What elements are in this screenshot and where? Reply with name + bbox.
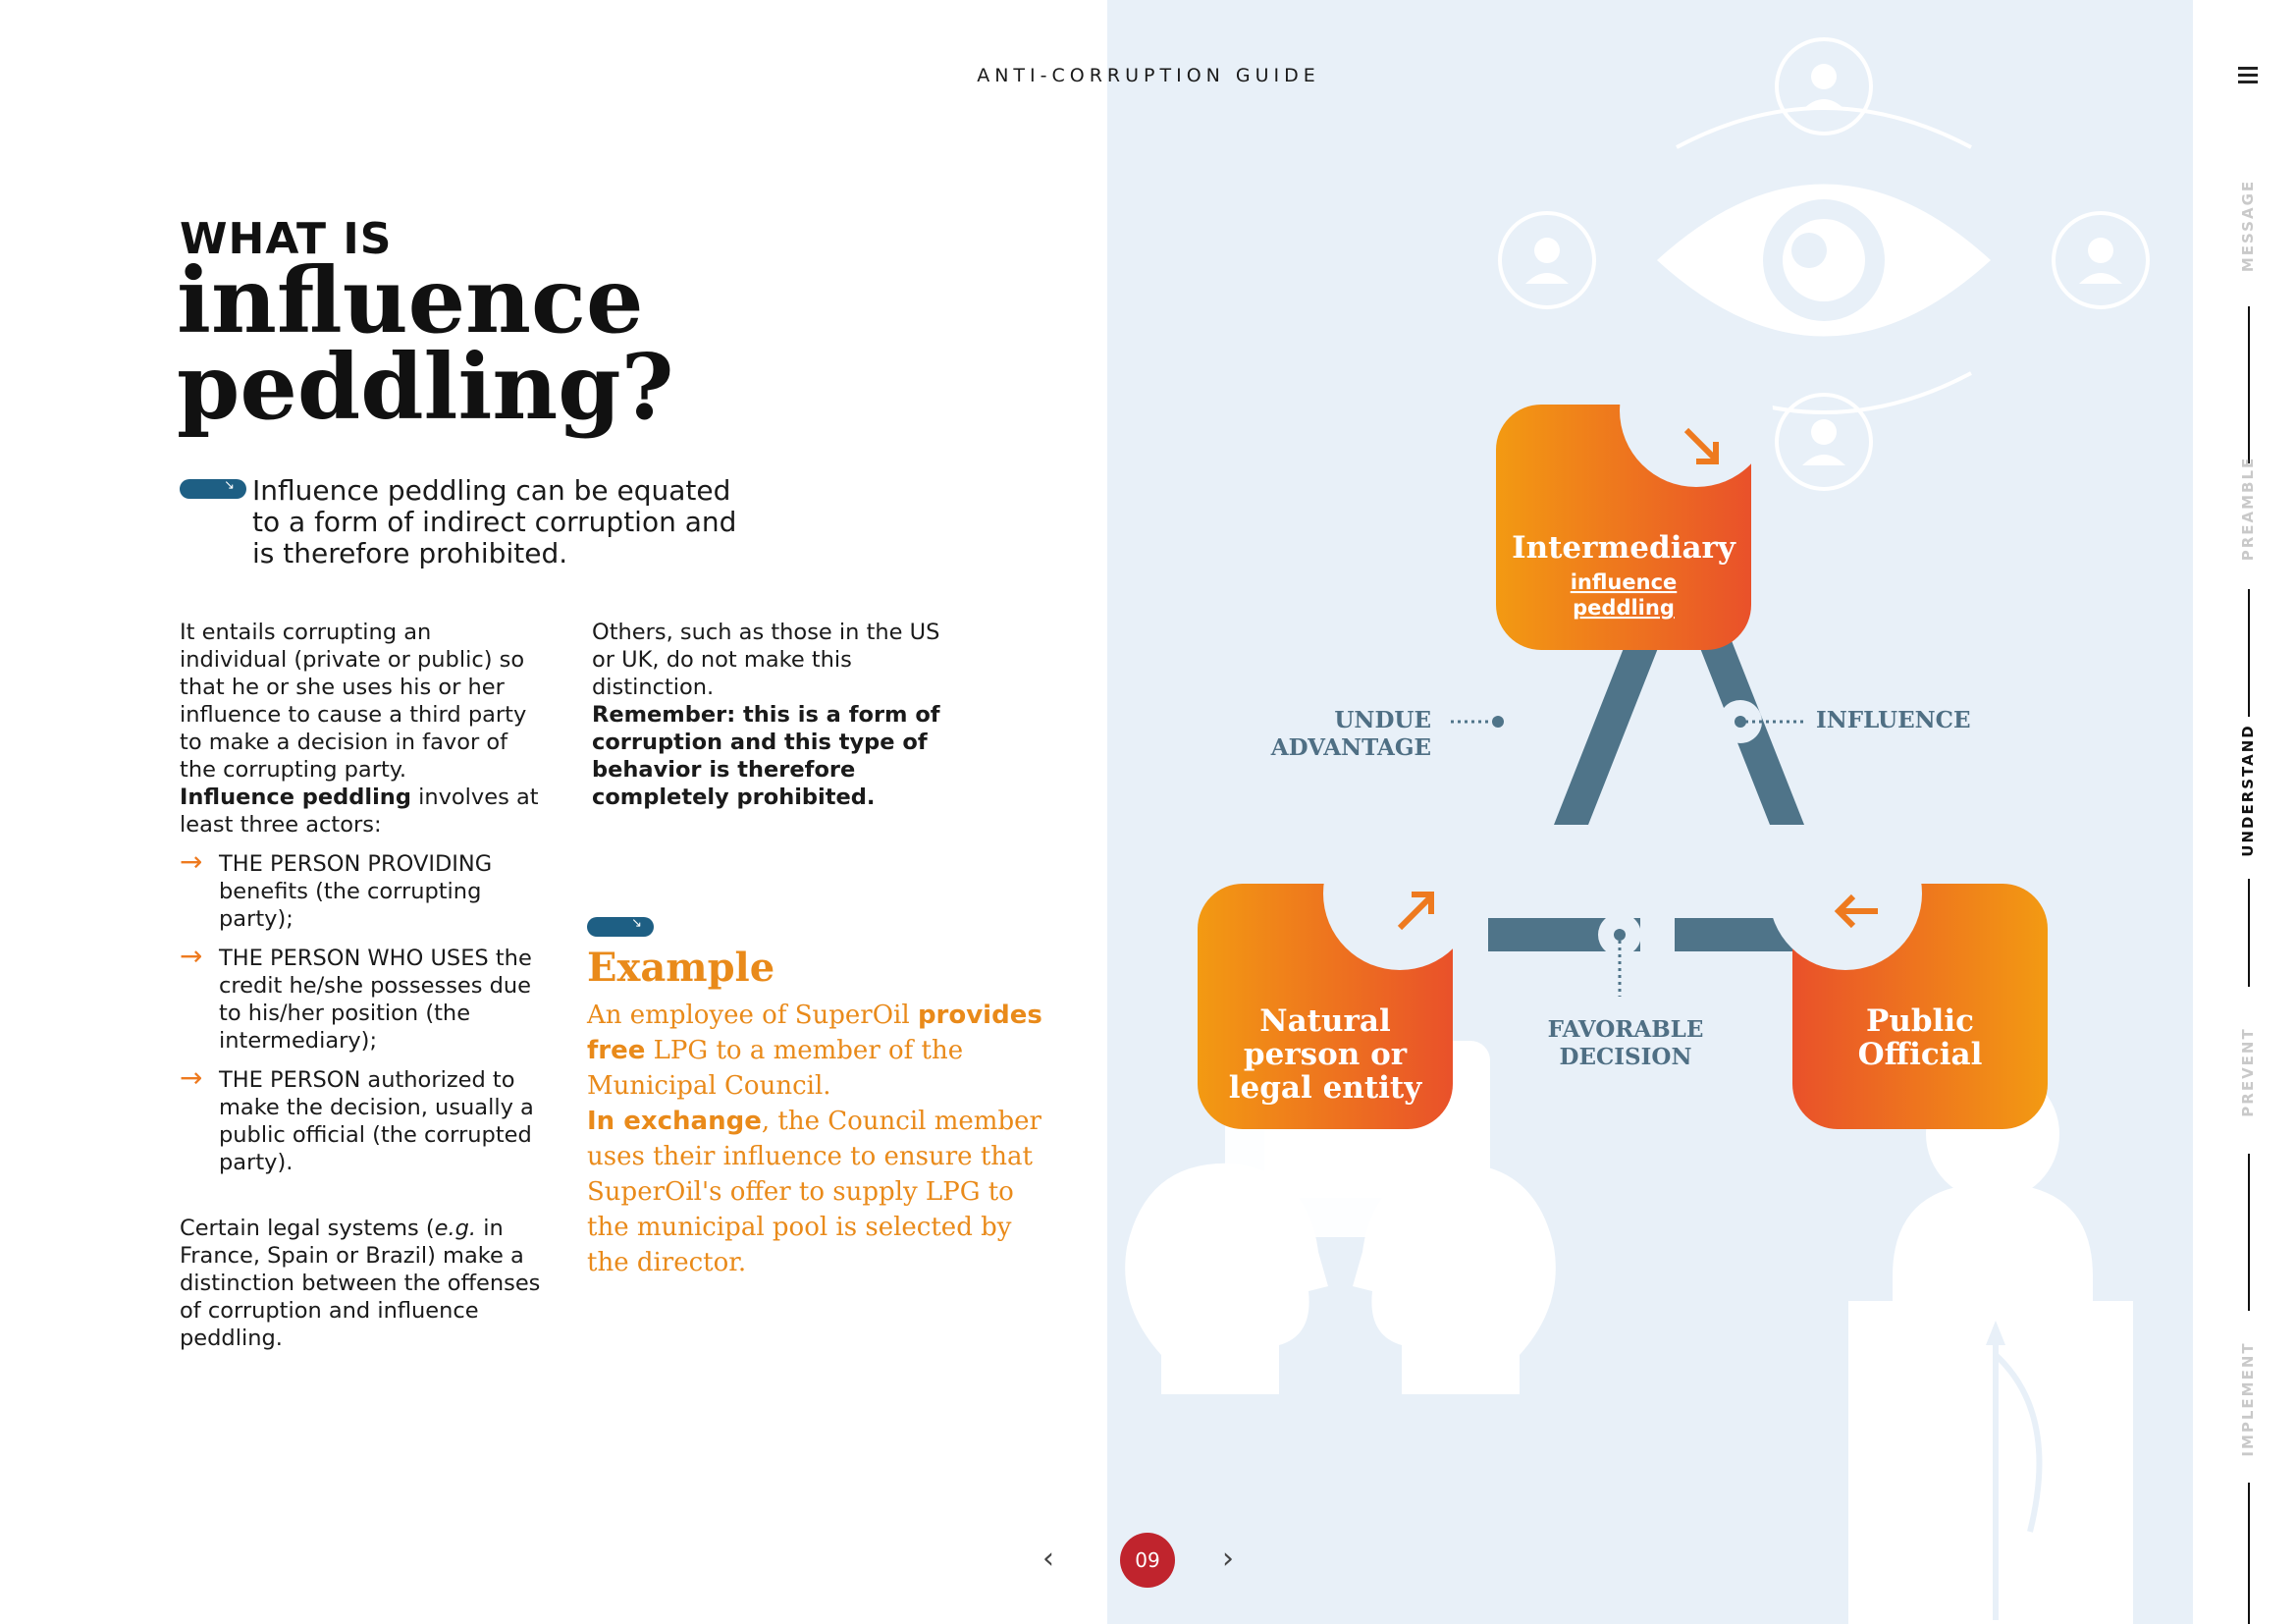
eye-icon	[1657, 184, 1991, 337]
example-s5: , the Council member uses their influenc…	[587, 1107, 1041, 1277]
page-number-badge: 09	[1120, 1533, 1175, 1588]
arrow-right-icon: →	[180, 1061, 203, 1094]
natural-line2: person or	[1244, 1037, 1408, 1072]
intermediary-title: Intermediary	[1512, 530, 1736, 566]
head-profile-icon	[1125, 1163, 1556, 1394]
side-nav-divider	[2248, 589, 2250, 717]
bullet-lead: THE PERSON PROVIDING	[219, 851, 493, 877]
example-body: An employee of SuperOil provides free LP…	[587, 998, 1048, 1280]
side-nav-divider	[2248, 879, 2250, 987]
list-item: → THE PERSON authorized to make the deci…	[180, 1061, 553, 1176]
heading-big-line2: peddling?	[177, 334, 674, 440]
column1-p2-bold: Influence peddling	[180, 785, 411, 810]
official-line1: Public	[1866, 1003, 1974, 1039]
list-item: → THE PERSON PROVIDING benefits (the cor…	[180, 845, 553, 933]
public-official-podium-icon	[1848, 1067, 2133, 1624]
legal-b: in France, Spain or Brazil) make a disti…	[180, 1216, 541, 1351]
natural-person-node	[1198, 817, 1476, 1129]
arrow-right-icon: →	[180, 845, 203, 878]
heading-big-line1: influence	[177, 247, 644, 353]
influence-diagram: Intermediary influence peddling Natural …	[1125, 37, 2150, 1624]
bullet-rest: the credit he/she possesses due to his/h…	[219, 946, 532, 1054]
example-s3: LPG to a member of the Municipal Council…	[587, 1036, 964, 1101]
side-nav-divider	[2248, 306, 2250, 463]
bullet-rest: benefits (the corrupting party);	[219, 879, 482, 932]
side-nav-label: MESSAGE	[2239, 179, 2257, 273]
diagram-connectors	[1451, 638, 1827, 997]
side-nav-item-understand[interactable]: UNDERSTAND	[2228, 692, 2268, 889]
favorable-label-line2: DECISION	[1560, 1044, 1692, 1070]
intermediary-sub1: influence	[1571, 570, 1678, 594]
column1-paragraph1: It entails corrupting an individual (pri…	[180, 620, 527, 783]
side-nav-divider	[2248, 1154, 2250, 1311]
influence-label: INFLUENCE	[1816, 707, 1970, 733]
side-nav-divider	[2248, 1483, 2250, 1624]
bullet-lead: THE PERSON authorized	[219, 1067, 486, 1093]
side-nav-label: PREVENT	[2239, 1027, 2257, 1117]
side-nav-label-active: UNDERSTAND	[2239, 724, 2257, 857]
column2-remember: Remember: this is a form of corruption a…	[592, 702, 940, 810]
menu-icon[interactable]	[2238, 67, 2258, 86]
heading-small: WHAT IS	[180, 214, 393, 264]
legal-a: Certain legal systems (	[180, 1216, 435, 1241]
arrow-right-icon: →	[180, 940, 203, 972]
bullet-rest: to make the decision, usually a public o…	[219, 1067, 534, 1175]
example-s1: An employee of SuperOil	[587, 1001, 918, 1030]
column1-intro: It entails corrupting an individual (pri…	[180, 619, 543, 839]
public-official-node	[1769, 817, 2048, 1129]
undue-label-line1: UNDUE	[1334, 707, 1431, 733]
lead-text: Influence peddling can be equated to a f…	[252, 474, 737, 569]
column1-paragraph2: Influence peddling involves at least thr…	[180, 784, 543, 839]
actors-list: → THE PERSON PROVIDING benefits (the cor…	[180, 845, 553, 1188]
next-page-button[interactable]: ›	[1222, 1542, 1234, 1576]
natural-line1: Natural	[1259, 1003, 1390, 1039]
prev-page-button[interactable]: ‹	[1042, 1542, 1054, 1576]
column1-legal-systems: Certain legal systems (e.g. in France, S…	[180, 1215, 543, 1352]
list-item: → THE PERSON WHO USES the credit he/she …	[180, 940, 553, 1055]
side-nav-item-implement[interactable]: IMPLEMENT	[2228, 1301, 2268, 1497]
example-s2: provides free	[587, 1001, 1042, 1065]
bullet-lead: THE PERSON WHO USES	[219, 946, 489, 971]
column1-p2-rest: involves at least three actors:	[180, 785, 539, 838]
intermediary-node	[1496, 334, 1773, 650]
page-header-title: ANTI-CORRUPTION GUIDE	[977, 65, 1320, 86]
intermediary-sub2: peddling	[1573, 596, 1675, 620]
column2-text: Others, such as those in the US or UK, d…	[592, 619, 955, 811]
example-s4: In exchange	[587, 1107, 762, 1136]
side-nav-item-message[interactable]: MESSAGE	[2228, 128, 2268, 324]
side-nav-label: IMPLEMENT	[2239, 1341, 2257, 1457]
side-nav-item-prevent[interactable]: PREVENT	[2228, 974, 2268, 1170]
side-navigation	[2193, 0, 2296, 1624]
example-title: Example	[587, 945, 775, 991]
side-nav-label: PREAMBLE	[2239, 456, 2257, 562]
column2-paragraph1: Others, such as those in the US or UK, d…	[592, 620, 940, 700]
lead-pill-icon: ↘	[180, 478, 246, 499]
person-circle-icon	[1498, 37, 2150, 491]
legal-eg: e.g.	[434, 1216, 477, 1241]
heading-big: influence peddling?	[177, 247, 726, 440]
official-line2: Official	[1858, 1037, 1983, 1072]
side-nav-item-preamble[interactable]: PREAMBLE	[2228, 410, 2268, 607]
undue-label-line2: ADVANTAGE	[1270, 734, 1431, 761]
example-pill-icon: ↘	[587, 916, 654, 937]
natural-line3: legal entity	[1229, 1070, 1423, 1106]
favorable-label-line1: FAVORABLE	[1548, 1016, 1704, 1043]
